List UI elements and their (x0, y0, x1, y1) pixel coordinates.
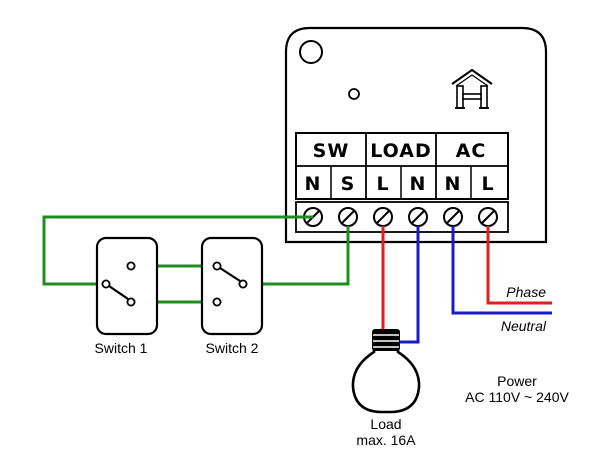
ac-phase-wire (486, 226, 552, 305)
mounting-hole (299, 40, 323, 64)
neutral-label: Neutral (501, 318, 547, 334)
terminal-label-load-n: N (410, 173, 427, 195)
terminal-label-sw-s: S (341, 173, 356, 195)
terminal-label-load-l: L (376, 173, 389, 195)
switch-2 (200, 236, 264, 336)
terminal-label-ac-l: L (481, 173, 494, 195)
switch-1 (95, 236, 159, 336)
switch-2-label: Switch 2 (206, 340, 259, 356)
group-label-load: LOAD (370, 140, 432, 162)
load-rating-label: max. 16A (356, 432, 416, 448)
power-voltage-label: AC 110V ~ 240V (465, 389, 569, 405)
screw-terminals (295, 201, 509, 233)
screw-terminal-ac-l (478, 207, 498, 227)
screw-terminal-ac-n (443, 207, 463, 227)
terminal-label-sw-n: N (305, 173, 322, 195)
switch-wire-s (256, 226, 350, 286)
ac-neutral-wire (451, 226, 552, 315)
terminal-label-ac-n: N (445, 173, 462, 195)
phase-label: Phase (506, 284, 546, 300)
light-bulb-icon (351, 329, 421, 414)
switch-1-label: Switch 1 (95, 340, 148, 356)
switch-wire-n (42, 215, 313, 286)
power-label: Power (497, 373, 537, 389)
group-label-ac: AC (456, 140, 487, 162)
screw-terminal-sw-s (338, 207, 358, 227)
terminal-block: SW LOAD AC N S L N N L (295, 132, 509, 200)
house-h-logo-icon (451, 68, 493, 109)
group-label-sw: SW (313, 140, 350, 162)
load-label: Load (370, 416, 401, 432)
load-neutral-wire (398, 226, 420, 344)
wires (42, 215, 552, 344)
led-indicator (348, 88, 360, 100)
relay-module: SW LOAD AC N S L N N L (284, 26, 548, 244)
screw-terminal-load-l (373, 207, 393, 227)
screw-terminal-load-n (408, 207, 428, 227)
